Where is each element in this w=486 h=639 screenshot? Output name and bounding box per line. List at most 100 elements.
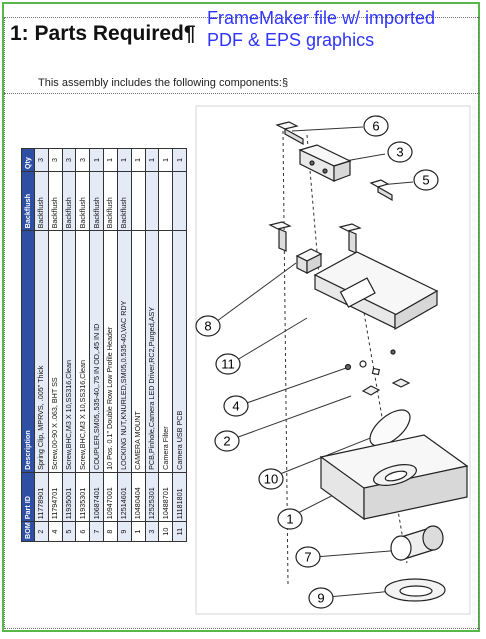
qty-cell: 1 [172,148,187,172]
part-id-cell: 11181801 [172,472,187,522]
callout-9: 9 [308,587,334,609]
backflush-cell [158,171,173,231]
callout-1: 1 [277,508,303,530]
rotated-bom-table-container: BOM ID Part ID Description Backflush Qty… [21,148,187,542]
bom-id-cell: 5 [62,521,76,542]
description-cell: CAMERA MOUNT [131,230,145,473]
table-row: 6 11935301 Screw,BHC,M3 X 10,SS316,Clean… [75,148,90,542]
svg-text:10: 10 [264,472,278,487]
svg-text:6: 6 [372,119,379,134]
callout-bubbles: 6 3 5 8 11 [195,115,439,609]
qty-cell: 1 [145,148,159,172]
bom-table: BOM ID Part ID Description Backflush Qty… [21,148,187,542]
header-description: Description [21,230,35,473]
part-id-cell: 11935301 [75,472,90,522]
description-cell: LOCKING NUT,KNURLED,SM05,0.535-40,VAC RD… [117,230,132,473]
description-cell: Camera USB PCB [172,230,187,473]
svg-text:1: 1 [286,512,293,527]
callout-leader-lines [212,126,417,598]
svg-text:3: 3 [396,145,403,160]
part-id-cell: 11935001 [62,472,76,522]
table-row: 7 10687401 COUPLER,SM05,.535-40,.75 IN O… [89,148,104,542]
bom-id-cell: 10 [158,521,173,542]
part-id-cell: 11794701 [48,472,63,522]
header-backflush: Backflush [21,171,35,231]
table-row: 1 10480404 CAMERA MOUNT 1 [131,148,145,542]
callout-6: 6 [363,115,389,137]
mechanical-parts [268,121,469,602]
content-frame-bottom-border [4,628,480,629]
table-row: 9 12514601 LOCKING NUT,KNURLED,SM05,0.53… [117,148,132,542]
table-row: 10 10488701 Camera Filter 1 [158,148,173,542]
exploded-assembly-drawing: 6 3 5 8 11 [195,105,471,615]
intro-text: This assembly includes the following com… [38,77,289,89]
content-frame-top-border [4,93,480,94]
qty-cell: 3 [75,148,90,172]
backflush-cell: Backflush [75,171,90,231]
backflush-cell [145,171,159,231]
description-cell: Screw,00-90 X .063, BHT SS [48,230,63,473]
header-bom-id: BOM ID [21,521,35,542]
part-id-cell: 12514601 [117,472,132,522]
callout-5: 5 [413,169,439,191]
text-frame-right-border [478,17,479,629]
text-frame-top-border [4,17,480,18]
bom-id-cell: 7 [89,521,104,542]
svg-text:2: 2 [223,434,230,449]
bom-id-cell: 4 [48,521,63,542]
overlay-note: FrameMaker file w/ imported PDF & EPS gr… [207,8,436,50]
section-heading: 1: Parts Required¶ [10,22,196,45]
svg-text:9: 9 [317,591,324,606]
qty-cell: 1 [89,148,104,172]
qty-cell: 1 [131,148,145,172]
svg-text:5: 5 [422,173,429,188]
svg-text:4: 4 [232,399,239,414]
outer-frame [2,2,480,632]
callout-3: 3 [387,141,413,163]
callout-11: 11 [215,353,241,375]
table-header-row: BOM ID Part ID Description Backflush Qty [21,148,35,542]
backflush-cell: Backflush [103,171,118,231]
qty-cell: 3 [34,148,49,172]
part-id-cell: 10480404 [131,472,145,522]
svg-text:7: 7 [304,550,311,565]
backflush-cell [172,171,187,231]
description-cell: 10 Pos. 0.1" Double Row Low Profile Head… [103,230,118,473]
description-cell: COUPLER,SM05,.535-40,.75 IN OD,.45 IN ID [89,230,104,473]
description-cell: PCB,Pinhole,Camera LED Driver,RC2,Purged… [145,230,159,473]
bom-id-cell: 8 [103,521,118,542]
part-id-cell: 10947001 [103,472,118,522]
backflush-cell [131,171,145,231]
table-row: 5 11935001 Screw,BHC,M3 X 10,SS316,Clean… [62,148,76,542]
description-cell: Screw,BHC,M3 X 10,SS316,Clean [75,230,90,473]
header-qty: Qty [21,148,35,172]
header-part-id: Part ID [21,472,35,522]
backflush-cell: Backflush [34,171,49,231]
callout-4: 4 [223,395,249,417]
description-cell: Spring Clip, MPRVS, .005" Thick [34,230,49,473]
qty-cell: 3 [62,148,76,172]
callout-2: 2 [214,430,240,452]
qty-cell: 3 [48,148,63,172]
bom-id-cell: 9 [117,521,132,542]
part-id-cell: 11778901 [34,472,49,522]
backflush-cell: Backflush [89,171,104,231]
part-id-cell: 12525301 [145,472,159,522]
backflush-cell: Backflush [48,171,63,231]
part-id-cell: 10488701 [158,472,173,522]
description-cell: Camera Filter [158,230,173,473]
backflush-cell: Backflush [62,171,76,231]
table-row: 8 10947001 10 Pos. 0.1" Double Row Low P… [103,148,118,542]
table-row: 4 11794701 Screw,00-90 X .063, BHT SS Ba… [48,148,63,542]
callout-7: 7 [295,546,321,568]
exploded-assembly-svg: 6 3 5 8 11 [195,105,471,615]
callout-8: 8 [195,315,221,337]
callout-10: 10 [258,468,284,490]
qty-cell: 1 [158,148,173,172]
table-row: 11 11181801 Camera USB PCB 1 [172,148,187,542]
bom-id-cell: 11 [172,521,187,542]
table-row: 2 11778901 Spring Clip, MPRVS, .005" Thi… [34,148,49,542]
text-frame-left-border [4,17,5,629]
description-cell: Screw,BHC,M3 X 10,SS316,Clean [62,230,76,473]
